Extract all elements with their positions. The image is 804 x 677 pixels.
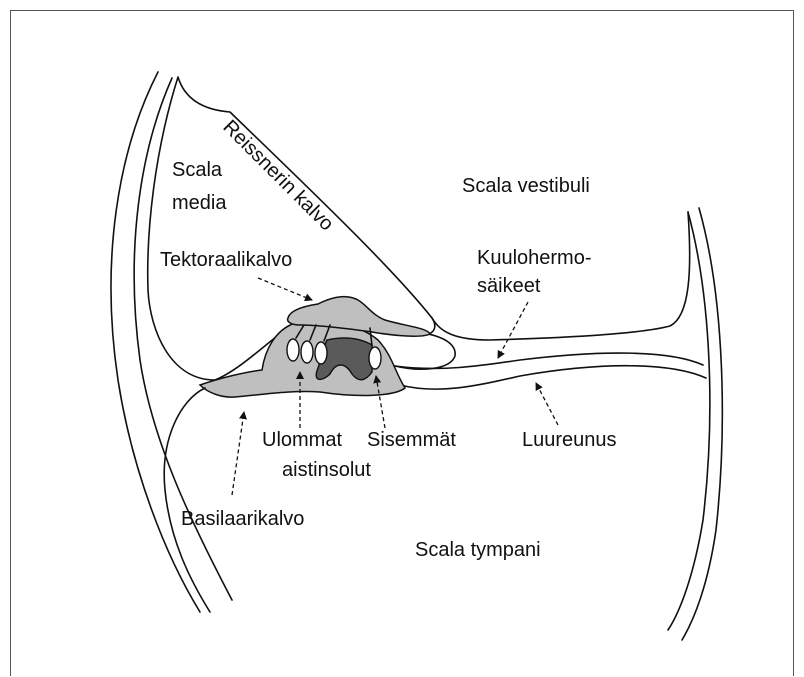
label-bony-limbus: Luureunus xyxy=(522,429,617,451)
label-basilar-membrane: Basilaarikalvo xyxy=(181,508,304,530)
arrow-tektoraali xyxy=(258,278,312,300)
arrow-basilaari xyxy=(232,412,244,495)
limbus-outline xyxy=(395,332,455,369)
label-nerve-fibres-line1: Kuulohermo- xyxy=(477,247,592,269)
lamina-lower-line xyxy=(400,366,706,389)
label-sensory-cells: aistinsolut xyxy=(282,459,371,481)
inner-hair-cell xyxy=(369,347,381,369)
spiral-ligament-upper xyxy=(432,212,690,340)
label-tectorial-membrane: Tektoraalikalvo xyxy=(160,249,292,271)
inner-right-wall xyxy=(682,208,722,640)
outer-hair-cell-1 xyxy=(287,339,299,361)
label-outer-hair-cells: Ulommat xyxy=(262,429,342,451)
label-scala-media-line1: Scala xyxy=(172,159,223,181)
scala-tympani-wall xyxy=(164,388,210,612)
arrow-kuulohermo xyxy=(498,302,528,358)
label-inner-hair-cells: Sisemmät xyxy=(367,429,456,451)
arrow-luureunus xyxy=(536,383,558,425)
outer-hair-cell-2 xyxy=(301,341,313,363)
label-reissner-membrane: Reissnerin kalvo xyxy=(218,116,337,235)
label-scala-tympani: Scala tympani xyxy=(415,539,541,561)
label-scala-media-line2: media xyxy=(172,192,227,214)
label-nerve-fibres-line2: säikeet xyxy=(477,275,541,297)
outer-hair-cell-3 xyxy=(315,342,327,364)
label-scala-vestibuli: Scala vestibuli xyxy=(462,175,590,197)
outer-left-wall xyxy=(111,72,200,612)
